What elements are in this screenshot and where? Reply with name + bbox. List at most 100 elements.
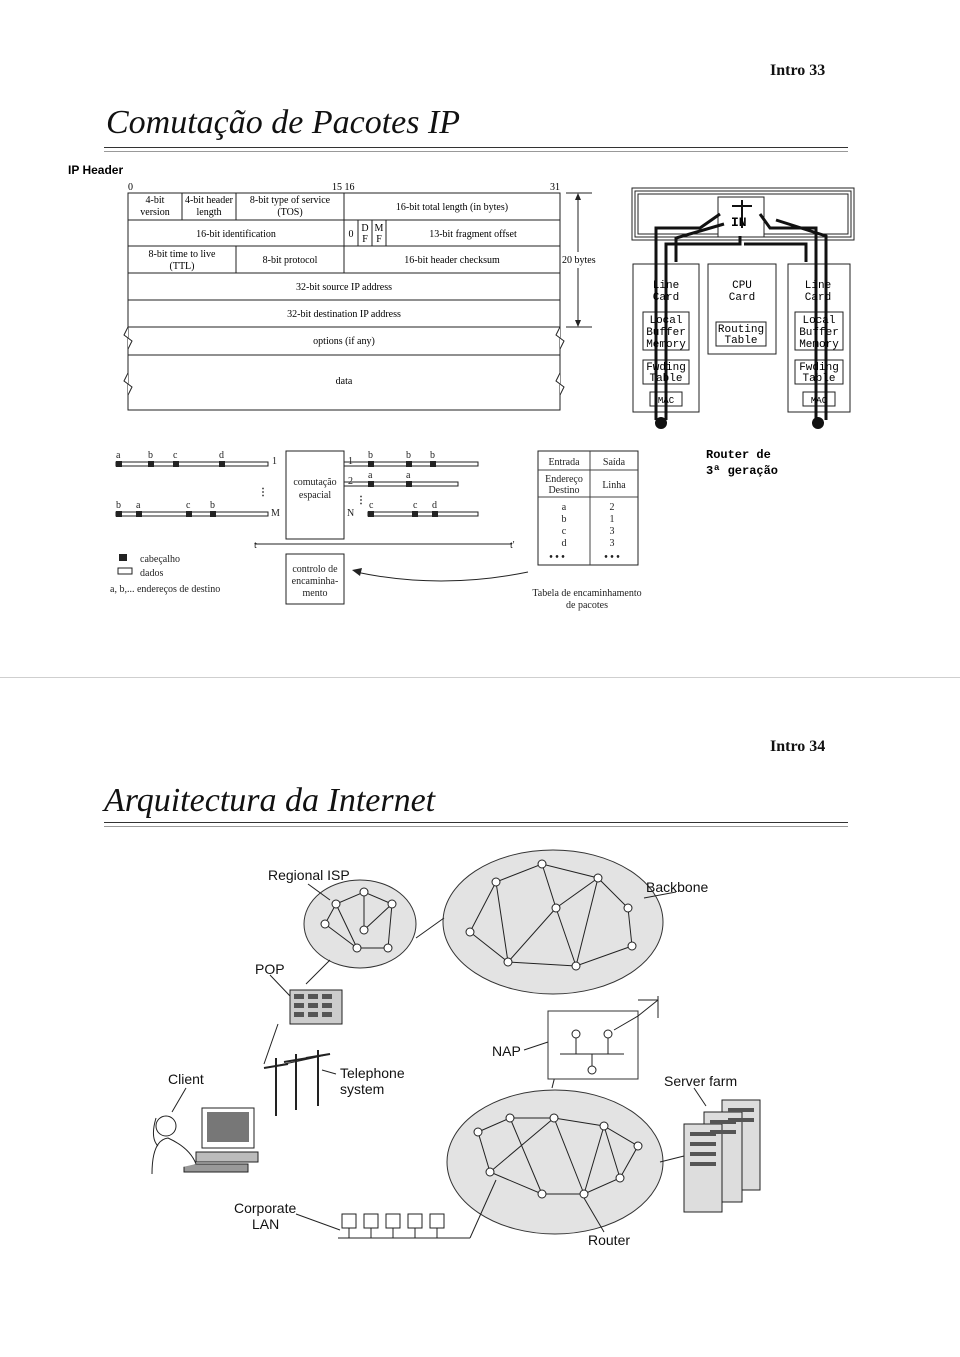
label-pop: POP [255, 961, 285, 977]
hlen-1: 4-bit header [185, 195, 234, 206]
line-card-left-1: Line [653, 280, 679, 292]
corporate-lan [338, 1179, 497, 1239]
slide-33: Intro 33 Comutação de Pacotes IP IP Head… [0, 0, 960, 677]
port-n: N [347, 508, 354, 519]
t-label: t [254, 540, 257, 551]
mac-right: MAC [811, 396, 828, 406]
port-m: M [271, 508, 280, 519]
table-dest-0: a [562, 502, 567, 513]
table-ellipsis-2: • • • [604, 552, 620, 563]
table-col-saida: Saída [603, 457, 626, 468]
total-length: 16-bit total length (in bytes) [396, 202, 508, 213]
fwding-left-2: Table [649, 373, 682, 385]
router-caption-2: 3ª geração [706, 464, 778, 478]
t-prime-label: t' [510, 540, 515, 551]
table-dest-2: c [562, 526, 567, 537]
ip-header-label: IP Header [68, 163, 123, 177]
page-number: Intro 33 [770, 62, 826, 79]
identification: 16-bit identification [196, 229, 276, 240]
title-rule [104, 147, 848, 148]
data-field: data [336, 376, 353, 387]
destination-address: 32-bit destination IP address [287, 309, 401, 320]
label-corporate-1: Corporate [234, 1200, 296, 1216]
table-line-0: 2 [610, 502, 615, 513]
buffer-left-1: Local [649, 315, 682, 327]
label-router: Router [588, 1232, 630, 1248]
table-line-3: 3 [610, 538, 615, 549]
table-dest-3: d [562, 538, 567, 549]
control-2: encaminha- [292, 576, 339, 587]
fabric-2: espacial [299, 490, 331, 501]
line-card-right-2: Card [805, 292, 831, 304]
label-server-farm: Server farm [664, 1073, 737, 1089]
buffer-right-1: Local [802, 315, 835, 327]
out-r3-1: c [413, 500, 418, 511]
label-telephone-1: Telephone [340, 1065, 405, 1081]
port-2-out: 2 [348, 476, 353, 487]
ellipsis-out: ⋮ [356, 495, 366, 506]
lower-cloud-links [477, 1117, 639, 1195]
slide-divider [0, 677, 960, 678]
legend-data: dados [140, 568, 163, 579]
router-caption-1: Router de [706, 448, 771, 462]
in-top-c: c [173, 450, 178, 461]
in-label: IN [731, 215, 747, 230]
in-bot-a: a [136, 500, 141, 511]
label-client: Client [168, 1071, 204, 1087]
torn-edge-right-1 [555, 326, 565, 350]
bit-31: 31 [550, 182, 560, 193]
table-line-2: 3 [610, 526, 615, 537]
server-farm [683, 1099, 761, 1213]
table-sub-dest-2: Destino [548, 485, 579, 496]
ttl-1: 8-bit time to live [149, 249, 216, 260]
version-2: version [140, 207, 169, 218]
in-top-a: a [116, 450, 121, 461]
out-r1-2: b [430, 450, 435, 461]
table-line-1: 1 [610, 514, 615, 525]
mac-left: MAC [658, 396, 675, 406]
table-col-entrada: Entrada [548, 457, 580, 468]
checksum: 16-bit header checksum [404, 255, 500, 266]
version-1: 4-bit [146, 195, 165, 206]
buffer-left-2: Buffer [646, 327, 686, 339]
twenty-bytes: 20 bytes [562, 255, 596, 266]
out-r3-2: d [432, 500, 437, 511]
port-right [812, 417, 824, 429]
df-1: D [361, 223, 368, 234]
slide-title: Arquitectura da Internet [104, 782, 436, 819]
port-1-out: 1 [348, 456, 353, 467]
control-3: mento [303, 588, 328, 599]
in-top-b: b [148, 450, 153, 461]
options: options (if any) [313, 336, 375, 347]
title-rule-thin [104, 826, 848, 827]
label-nap: NAP [492, 1043, 521, 1059]
buffer-right-3: Memory [799, 339, 839, 351]
hlen-2: length [197, 207, 222, 218]
ttl-2: (TTL) [170, 261, 195, 272]
routing-table-2: Table [724, 335, 757, 347]
out-r1-1: b [406, 450, 411, 461]
slide-34: Intro 34 Arquitectura da Internet [0, 678, 960, 1357]
fwding-left-1: Fwding [646, 362, 686, 374]
protocol: 8-bit protocol [263, 255, 318, 266]
control-1: controlo de [292, 564, 338, 575]
line-card-right-1: Line [805, 280, 831, 292]
out-r3-0: c [369, 500, 374, 511]
buffer-right-2: Buffer [799, 327, 839, 339]
packet-switching-diagram: t t' a b c d b a c b 1 M 1 2 N ⋮ ⋮ b b b… [110, 450, 642, 611]
title-rule-thin [104, 151, 848, 152]
slide-title: Comutação de Pacotes IP [106, 104, 461, 141]
out-r1-0: b [368, 450, 373, 461]
torn-edge-left-1 [123, 326, 133, 350]
tos-2: (TOS) [277, 207, 302, 218]
in-bot-b: b [116, 500, 121, 511]
routing-table-1: Routing [718, 324, 764, 336]
buffer-left-3: Memory [646, 339, 686, 351]
table-ellipsis-1: • • • [549, 552, 565, 563]
fabric-1: comutação [293, 477, 336, 488]
fragment-offset: 13-bit fragment offset [429, 229, 517, 240]
label-backbone: Backbone [646, 879, 708, 895]
label-telephone-2: system [340, 1081, 384, 1097]
table-caption-1: Tabela de encaminhamento [532, 588, 641, 599]
bit-15-16: 15 16 [332, 182, 355, 193]
